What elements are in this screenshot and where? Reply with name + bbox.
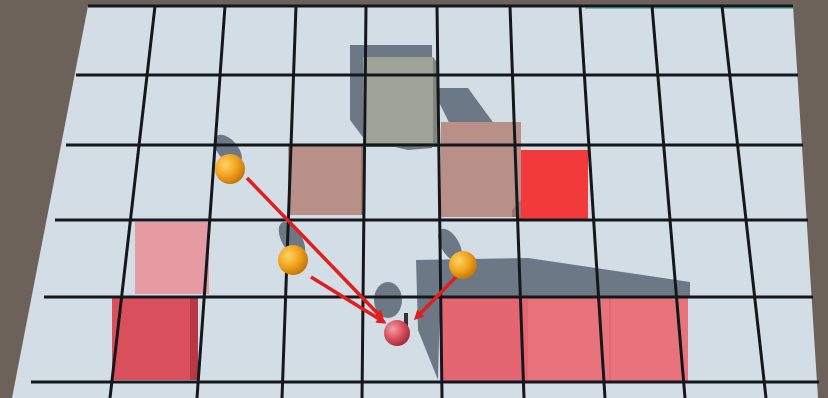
mauve-box [288,145,364,215]
agent-sphere [449,251,477,279]
pink-floor-tile [135,222,209,294]
pink-box [528,298,688,382]
red-box [112,298,198,380]
gray-box [363,57,437,147]
target-sphere [384,320,410,346]
mauve-box [441,122,521,217]
agent-sphere [215,154,245,184]
red-floor-tile [518,150,588,220]
agent-sphere [278,245,308,275]
pink-box [442,298,528,382]
